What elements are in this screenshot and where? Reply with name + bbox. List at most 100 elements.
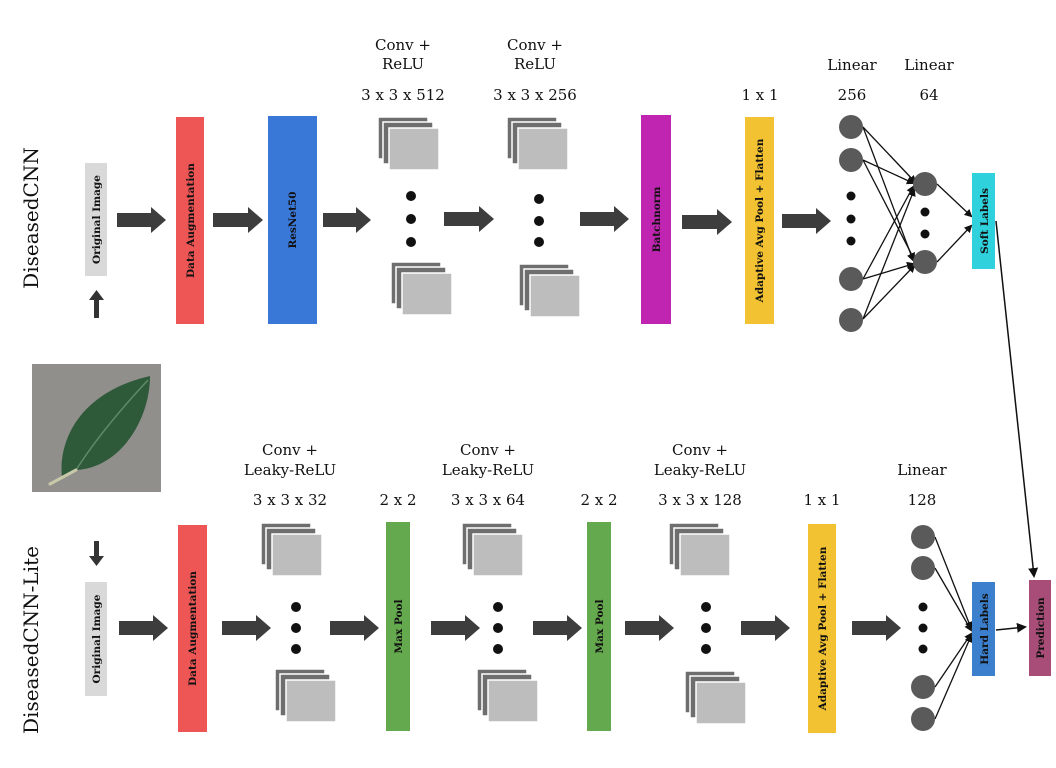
- top-conv2-fmaps-lower: [518, 263, 581, 318]
- bottom-arrow-4: [431, 615, 480, 641]
- top-linear1-size: 256: [838, 86, 867, 104]
- top-linear2-title: Linear: [904, 56, 954, 74]
- resnet-block: [268, 116, 317, 324]
- bottom-dense-connections: [934, 536, 973, 720]
- top-augmentation-block: [176, 117, 204, 324]
- top-linear2-nodes: [913, 172, 937, 274]
- bottom-linear-nodes: [911, 525, 935, 731]
- input-arrow-top: [89, 290, 104, 318]
- top-linear1-nodes: [839, 115, 863, 332]
- model-name-bottom: DiseasedCNN-Lite: [19, 546, 43, 734]
- soft-labels-block: [972, 173, 995, 269]
- feature-map: [388, 127, 440, 171]
- top-conv2-dims: 3 x 3 x 256: [493, 86, 577, 104]
- bottom-conv1-fmaps-upper: [260, 522, 323, 577]
- top-arrow-1: [117, 207, 166, 233]
- bottom-linear-size: 128: [908, 491, 937, 509]
- bottom-pool-dims: 1 x 1: [803, 491, 840, 509]
- top-dense-connections: [862, 126, 973, 320]
- feature-map: [517, 127, 569, 171]
- bottom-input-label: Original Image: [91, 594, 103, 683]
- maxpool2-block: [587, 522, 611, 731]
- top-conv2-fmaps-upper: [506, 116, 569, 171]
- top-arrow-4: [444, 206, 494, 232]
- maxpool1-block: [386, 522, 410, 731]
- top-input-label: Original Image: [91, 175, 103, 264]
- bottom-pool-label: Adaptive Avg Pool + Flatten: [817, 546, 829, 711]
- top-arrow-3: [323, 207, 371, 233]
- input-arrow-bottom: [89, 541, 104, 566]
- maxpool1-label: Max Pool: [393, 600, 405, 654]
- bottom-arrow-8: [852, 615, 901, 641]
- bottom-arrow-3: [330, 615, 379, 641]
- bottom-conv1-dots: [291, 602, 301, 654]
- bottom-arrow-7: [741, 615, 790, 641]
- top-pool-block: [745, 117, 774, 324]
- batchnorm-block: [641, 115, 671, 324]
- top-conv1-title-1: Conv +: [375, 36, 431, 54]
- top-conv1-fmaps-upper: [377, 116, 440, 171]
- top-linear2-size: 64: [919, 86, 938, 104]
- feature-map: [695, 681, 747, 725]
- bottom-arrow-6: [625, 615, 674, 641]
- top-arrow-5: [580, 206, 629, 232]
- top-conv2-dots: [534, 194, 544, 247]
- bottom-linear-title: Linear: [897, 461, 947, 479]
- prediction-connections: [995, 220, 1039, 633]
- bottom-conv2-fmaps-lower: [476, 668, 539, 723]
- bottom-conv1-title-2: Leaky-ReLU: [244, 461, 336, 479]
- top-arrow-6: [682, 209, 732, 235]
- bottom-conv3-title-1: Conv +: [672, 441, 728, 459]
- hard-labels-block: [972, 582, 995, 676]
- bottom-conv2-title-2: Leaky-ReLU: [442, 461, 534, 479]
- feature-map: [472, 533, 524, 577]
- bottom-conv2-title-1: Conv +: [460, 441, 516, 459]
- prediction-block: [1029, 580, 1051, 676]
- top-augmentation-label: Data Augmentation: [185, 163, 197, 278]
- leaf-image: [32, 364, 161, 492]
- top-conv1-fmaps-lower: [390, 261, 453, 316]
- bottom-conv1-title-1: Conv +: [262, 441, 318, 459]
- soft-labels-label: Soft Labels: [979, 188, 991, 254]
- top-conv1-dots: [406, 191, 416, 247]
- bottom-input-block: [85, 582, 107, 696]
- bottom-pool1-dims: 2 x 2: [379, 491, 416, 509]
- bottom-conv3-title-2: Leaky-ReLU: [654, 461, 746, 479]
- feature-map: [529, 274, 581, 318]
- resnet-label: ResNet50: [287, 191, 299, 248]
- top-conv2-title-2: ReLU: [514, 55, 556, 73]
- bottom-conv2-dots: [493, 602, 503, 654]
- bottom-conv1-fmaps-lower: [274, 668, 337, 723]
- feature-map: [271, 533, 323, 577]
- bottom-conv3-dots: [701, 602, 711, 654]
- feature-map: [401, 272, 453, 316]
- bottom-augmentation-label: Data Augmentation: [187, 571, 199, 686]
- top-conv1-dims: 3 x 3 x 512: [361, 86, 445, 104]
- feature-map: [487, 679, 539, 723]
- bottom-conv2-dims: 3 x 3 x 64: [451, 491, 525, 509]
- feature-map: [679, 533, 731, 577]
- top-linear1-title: Linear: [827, 56, 877, 74]
- hard-labels-label: Hard Labels: [979, 593, 991, 664]
- top-pool-label: Adaptive Avg Pool + Flatten: [754, 138, 766, 303]
- bottom-arrow-1: [119, 615, 168, 641]
- bottom-conv2-fmaps-upper: [461, 522, 524, 577]
- top-conv1-title-2: ReLU: [382, 55, 424, 73]
- top-arrow-2: [213, 207, 263, 233]
- model-name-top: DiseasedCNN: [19, 147, 43, 289]
- prediction-label: Prediction: [1035, 597, 1047, 659]
- batchnorm-label: Batchnorm: [651, 187, 663, 253]
- top-arrow-7: [782, 208, 831, 234]
- top-input-block: [85, 163, 107, 276]
- bottom-conv3-fmaps-lower: [684, 670, 747, 725]
- bottom-conv3-dims: 3 x 3 x 128: [658, 491, 742, 509]
- maxpool2-label: Max Pool: [594, 600, 606, 654]
- feature-map: [285, 679, 337, 723]
- top-conv2-title-1: Conv +: [507, 36, 563, 54]
- bottom-pool-block: [808, 524, 836, 733]
- bottom-arrow-2: [222, 615, 271, 641]
- top-pool-dims: 1 x 1: [741, 86, 778, 104]
- bottom-conv1-dims: 3 x 3 x 32: [253, 491, 327, 509]
- bottom-augmentation-block: [178, 525, 207, 732]
